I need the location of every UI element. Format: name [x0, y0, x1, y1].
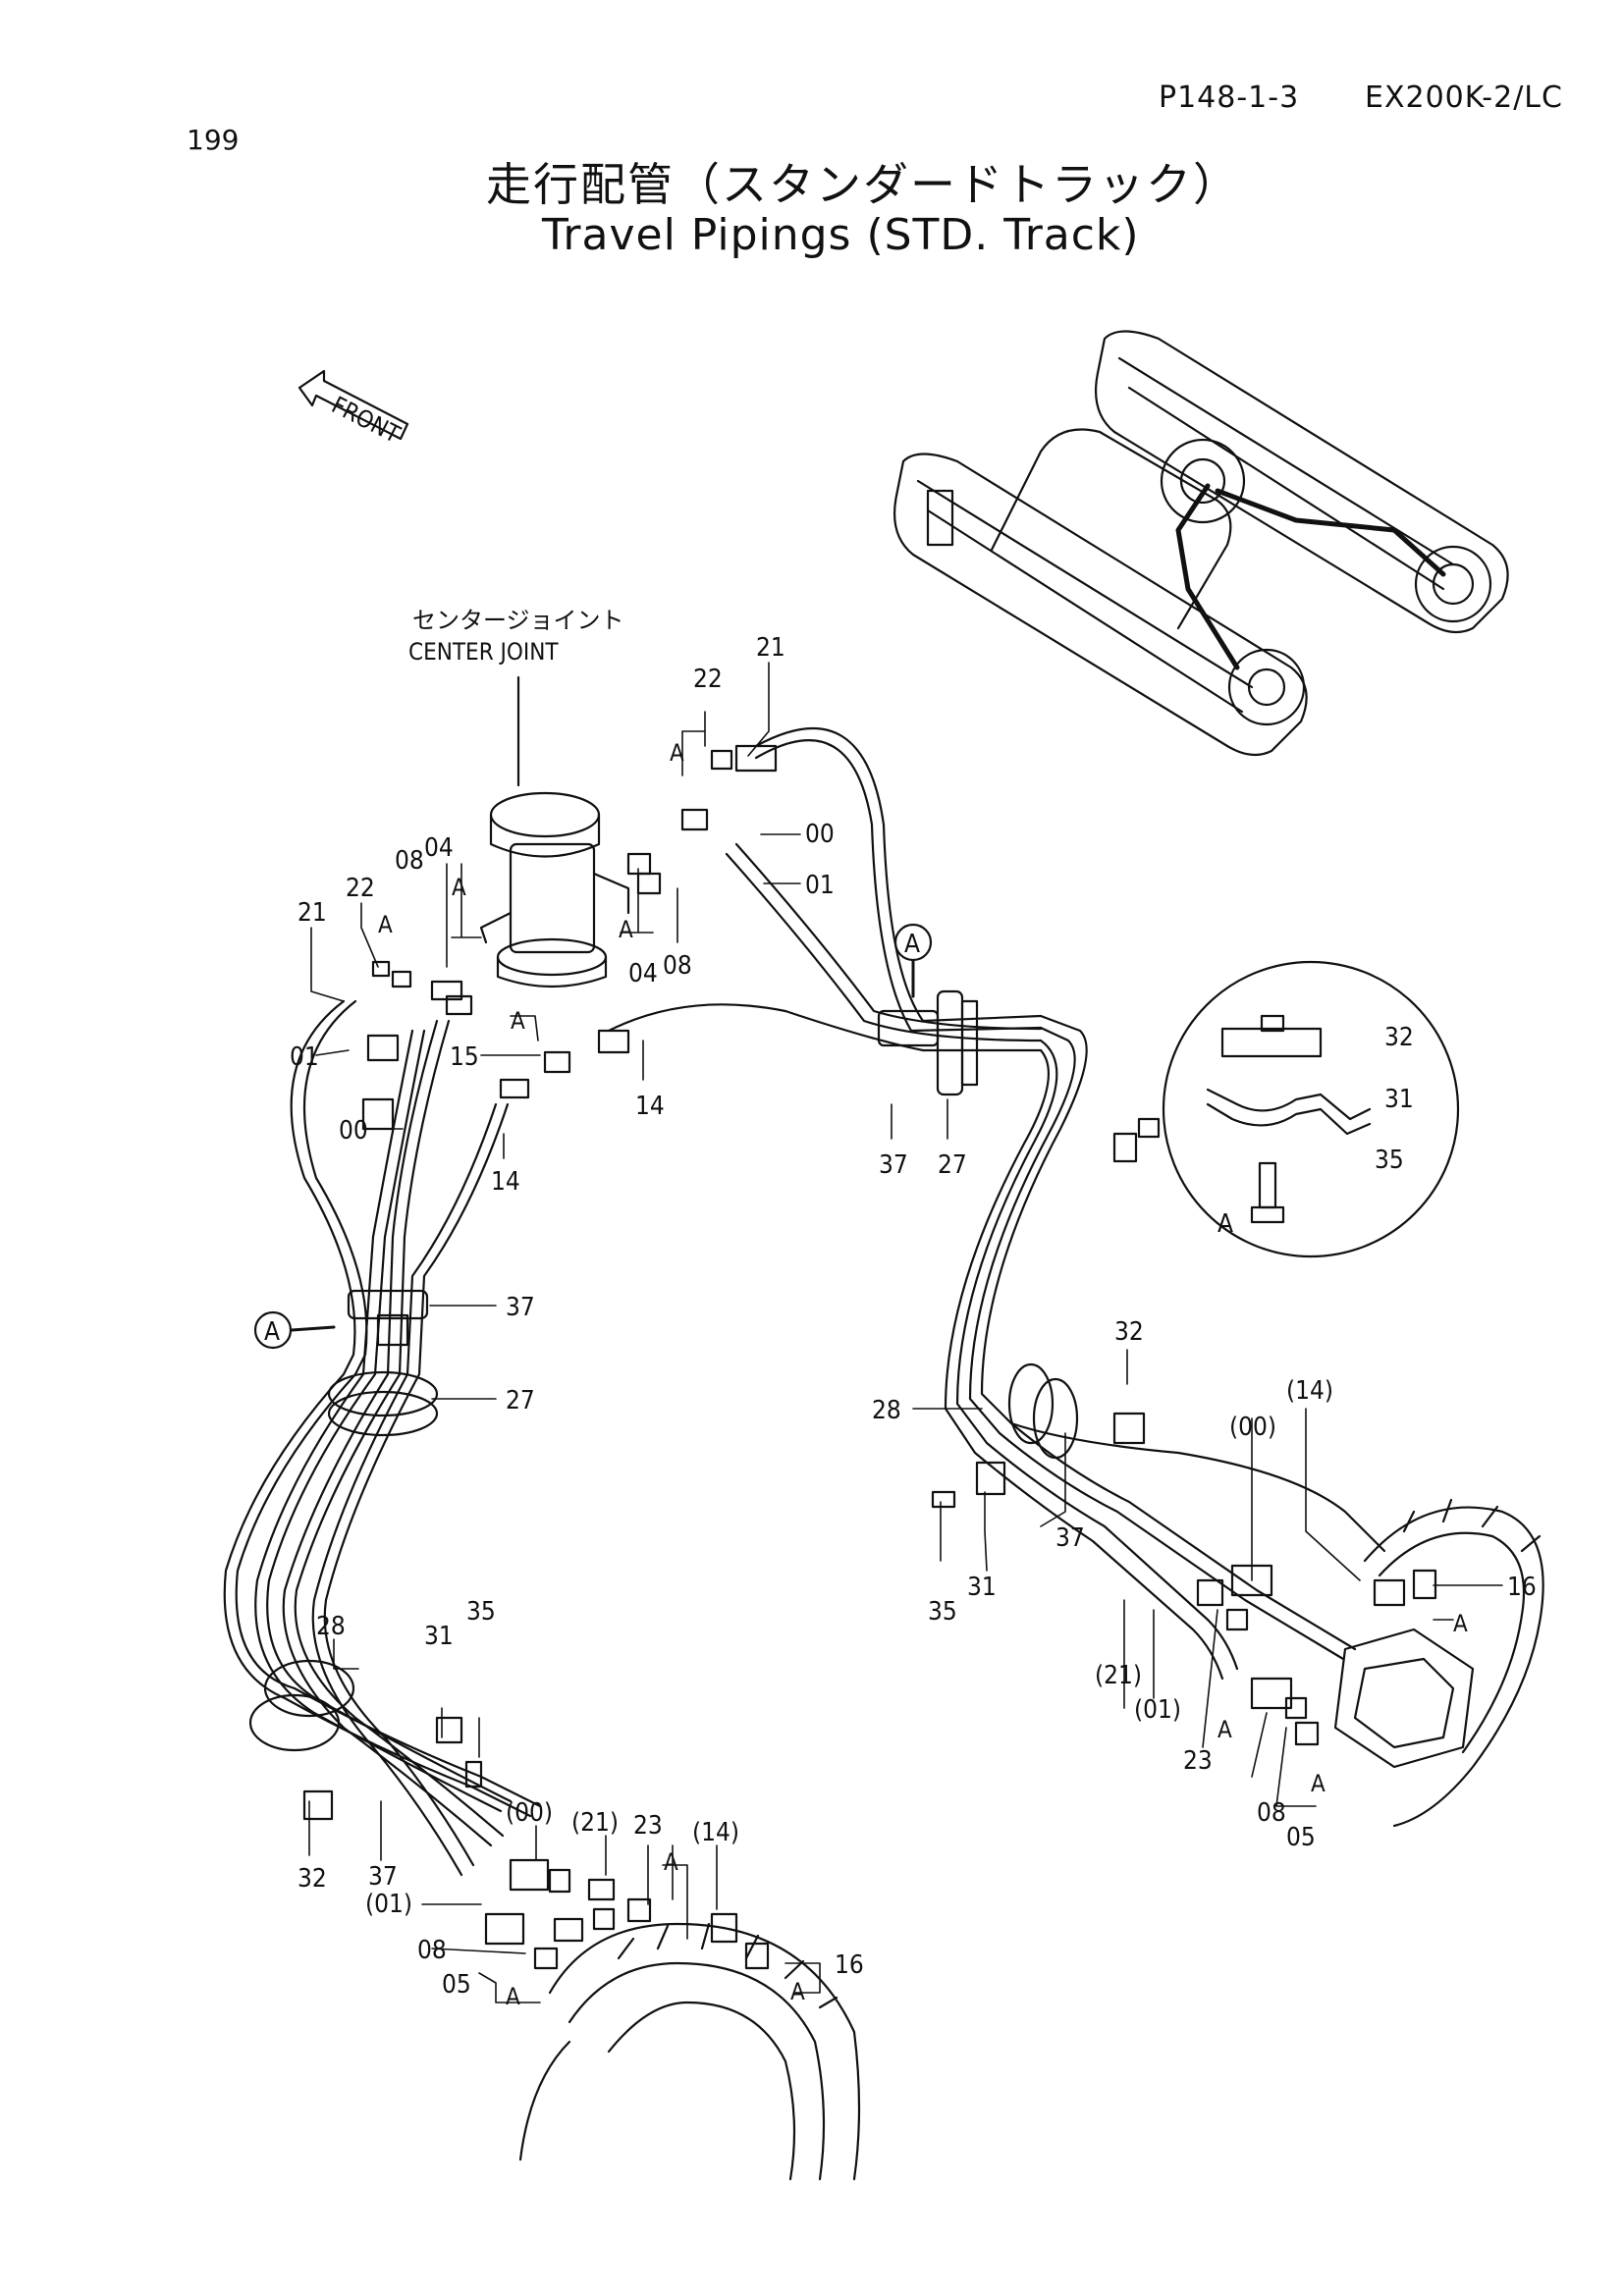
part-label-32-left: 32 [298, 1864, 327, 1894]
part-label-00-paren-left: (00) [506, 1798, 553, 1828]
part-label-16-right: 16 [1507, 1573, 1537, 1602]
part-label-31-left: 31 [424, 1622, 454, 1651]
part-label-37-right: 37 [879, 1150, 908, 1180]
right-travel-motor [1333, 1498, 1544, 1828]
part-label-23-right: 23 [1183, 1746, 1213, 1776]
connection-a-7: A [1217, 1716, 1232, 1743]
model-code: EX200K-2/LC [1365, 80, 1563, 115]
part-label-22-left: 22 [346, 874, 375, 903]
part-label-32-right: 32 [1114, 1317, 1144, 1347]
connection-a-3: A [378, 911, 393, 938]
part-label-04-left: 04 [424, 833, 454, 863]
part-label-05-right: 05 [1286, 1823, 1316, 1852]
center-joint-jp: センタージョイント [412, 607, 624, 634]
part-label-28-left: 28 [316, 1612, 346, 1641]
part-label-00-left: 00 [339, 1116, 368, 1146]
part-label-00-paren-right: (00) [1229, 1413, 1276, 1442]
detail-marker-left: A [253, 1310, 336, 1350]
detail-marker-right-text: A [904, 930, 920, 959]
part-label-31-right: 31 [967, 1573, 997, 1602]
center-joint-label: センタージョイント CENTER JOINT [408, 607, 624, 787]
detail-a-caption: A [1217, 1209, 1233, 1239]
connection-a-4: A [619, 916, 633, 943]
connection-a-8: A [1311, 1770, 1325, 1797]
part-label-05-left: 05 [442, 1970, 471, 2000]
part-label-27-left: 27 [506, 1386, 535, 1415]
part-label-35-left: 35 [466, 1597, 496, 1627]
right-pipe-bundle [607, 726, 1386, 1681]
part-label-16-left: 16 [835, 1950, 864, 1980]
front-label: FRONT [327, 391, 405, 449]
part-label-08-right: 08 [663, 951, 692, 981]
doc-code: P148-1-3 [1159, 80, 1300, 115]
detail-marker-right: A [893, 923, 933, 998]
part-label-37-lower-left: 37 [368, 1862, 398, 1892]
left-pipe-bundle [223, 999, 542, 1877]
center-joint-fittings [361, 744, 1161, 1163]
part-label-15: 15 [450, 1042, 479, 1072]
part-label-28-right: 28 [872, 1396, 901, 1425]
part-label-01-paren-right: (01) [1134, 1695, 1181, 1725]
part-labels: 21 22 00 01 04 08 04 08 22 21 01 00 15 1… [290, 633, 1537, 2010]
center-joint-en: CENTER JOINT [408, 638, 559, 666]
connection-a-11: A [790, 1978, 805, 2005]
part-label-32-detail: 32 [1384, 1023, 1414, 1052]
connection-a-1: A [670, 739, 684, 767]
part-label-08-lower-left: 08 [417, 1936, 447, 1965]
connection-a-2: A [452, 874, 466, 901]
part-label-21-paren-left: (21) [571, 1808, 619, 1838]
part-label-08-left: 08 [395, 846, 424, 876]
part-label-00-top: 00 [805, 820, 835, 849]
part-label-22-top: 22 [693, 665, 723, 694]
track-overview-illustration [893, 330, 1509, 757]
lower-right-fittings [931, 1412, 1437, 1746]
part-label-21-left: 21 [298, 898, 327, 928]
connection-a-6: A [1453, 1610, 1468, 1637]
connection-a-5: A [511, 1007, 525, 1035]
part-label-23-left: 23 [633, 1811, 663, 1841]
part-label-21-top: 21 [756, 633, 785, 663]
part-label-37-left: 37 [506, 1293, 535, 1322]
part-label-01-paren-left: (01) [365, 1890, 412, 1919]
title-japanese: 走行配管（スタンダードトラック） [486, 158, 1240, 211]
detail-a-callout [1162, 960, 1460, 1258]
part-label-35-right: 35 [928, 1597, 957, 1627]
part-label-14-paren-left: (14) [692, 1818, 739, 1847]
detail-marker-left-text: A [264, 1317, 280, 1347]
left-travel-motor [518, 1922, 861, 2181]
part-label-31-detail: 31 [1384, 1085, 1414, 1114]
part-label-14-paren-right: (14) [1286, 1376, 1333, 1406]
page-number: 199 [187, 124, 240, 156]
part-label-14-mid: 14 [635, 1092, 665, 1121]
part-label-37-lower-right: 37 [1055, 1523, 1085, 1553]
connection-a-9: A [506, 1983, 520, 2010]
connection-a-10: A [664, 1848, 678, 1876]
part-label-01-left: 01 [290, 1042, 319, 1072]
lower-left-fittings [302, 1716, 770, 1970]
center-joint-body [479, 791, 630, 988]
front-arrow-icon: FRONT [298, 369, 409, 449]
leader-lines [308, 662, 1503, 2003]
part-label-08-lower-right: 08 [1257, 1798, 1286, 1828]
part-label-27-right: 27 [938, 1150, 967, 1180]
part-label-35-detail: 35 [1375, 1146, 1404, 1175]
part-label-01-top: 01 [805, 871, 835, 900]
title-english: Travel Pipings (STD. Track) [542, 210, 1140, 260]
part-label-21-paren-right: (21) [1095, 1661, 1142, 1690]
part-label-04-right: 04 [628, 959, 658, 988]
part-label-14-left: 14 [491, 1167, 520, 1197]
